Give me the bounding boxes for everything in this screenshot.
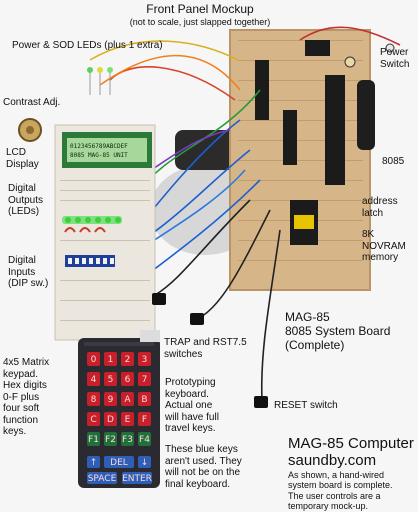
reset-switch	[254, 396, 268, 408]
ic-chip	[255, 60, 269, 120]
keypad-key-label: 1	[108, 355, 114, 365]
keypad-key-label: 8	[91, 395, 97, 405]
keypad-key-label: B	[141, 395, 147, 405]
keypad-key-label: F1	[88, 435, 99, 445]
keypad-blue-key[interactable]	[87, 456, 100, 468]
keypad-blue-key-label: ↓	[141, 458, 149, 468]
lcd-line-2: 8085 MAG-85 UNIT	[70, 152, 128, 159]
keypad-key[interactable]	[87, 372, 100, 386]
keypad-blue-key[interactable]	[138, 456, 151, 468]
title: Front Panel Mockup	[146, 2, 254, 16]
ic-chip	[283, 110, 297, 165]
keypad-key[interactable]	[104, 372, 117, 386]
keypad-key[interactable]	[138, 412, 151, 426]
keypad-key[interactable]	[121, 372, 134, 386]
label-blue-keys: These blue keys aren't used. They will n…	[165, 444, 242, 490]
keypad-key[interactable]	[138, 352, 151, 366]
keypad-key[interactable]	[104, 432, 117, 446]
keypad-key-label: C	[90, 415, 96, 425]
keypad-key-label: 6	[125, 375, 131, 385]
keypad-key-label: F2	[105, 435, 116, 445]
keypad-blue-key-label: ENTER	[122, 474, 152, 484]
subtitle: (not to scale, just slapped together)	[129, 17, 271, 27]
trap-switch	[152, 293, 166, 305]
keypad-key[interactable]	[87, 432, 100, 446]
keypad-key[interactable]	[138, 432, 151, 446]
board-handle	[357, 80, 375, 150]
keypad-key-label: F4	[139, 435, 150, 445]
label-contrast: Contrast Adj.	[3, 97, 61, 108]
keypad-key[interactable]	[121, 432, 134, 446]
keypad-key-label: A	[124, 395, 131, 405]
label-trap: TRAP and RST7.5 switches	[164, 337, 247, 360]
keypad-blue-key[interactable]	[104, 456, 134, 468]
label-board: MAG-85 8085 System Board (Complete)	[285, 310, 391, 352]
keypad-key-label: E	[125, 415, 131, 425]
keypad-key-label: 5	[108, 375, 114, 385]
label-power-switch: Power Switch	[380, 47, 410, 70]
label-nvram: 8K NOVRAM memory	[362, 229, 406, 263]
keypad-blue-key[interactable]	[87, 472, 117, 484]
keypad-key-label: 3	[142, 355, 148, 365]
keypad-key-label: D	[107, 415, 114, 425]
keypad-key-label: 2	[125, 355, 131, 365]
keypad-key[interactable]	[121, 352, 134, 366]
label-reset: RESET switch	[274, 400, 338, 411]
keypad-blue-key[interactable]	[122, 472, 152, 484]
label-keypad: 4x5 Matrix keypad. Hex digits 0-F plus f…	[3, 357, 50, 437]
keypad-key-label: F	[142, 415, 147, 425]
label-outputs: Digital Outputs (LEDs)	[8, 183, 44, 217]
keypad-key-label: 4	[91, 375, 97, 385]
keypad-key[interactable]	[87, 392, 100, 406]
keypad-key-label: 0	[91, 355, 97, 365]
keypad-key[interactable]	[121, 412, 134, 426]
keypad-blue-key-label: SPACE	[88, 474, 117, 484]
power-switch-icon	[385, 43, 395, 53]
label-prototype: Prototyping keyboard. Actual one will ha…	[165, 377, 219, 434]
label-footer: As shown, a hand-wired system board is c…	[288, 470, 393, 512]
cpu-chip	[325, 75, 345, 185]
keypad-key-label: F3	[122, 435, 133, 445]
keypad-key-label: 9	[108, 395, 114, 405]
label-8085: 8085	[382, 156, 405, 167]
label-power-leds: Power & SOD LEDs (plus 1 extra)	[12, 40, 163, 51]
keypad-blue-key-label: ↑	[90, 458, 98, 468]
lcd-screen	[67, 138, 147, 162]
rst75-switch	[190, 313, 204, 325]
output-led-row	[62, 216, 122, 224]
label-address-latch: address latch	[362, 196, 398, 219]
keypad-key[interactable]	[104, 392, 117, 406]
label-computer-title: MAG-85 Computer	[288, 435, 414, 452]
keypad-blue-key-label: DEL	[110, 458, 128, 468]
keypad-key[interactable]	[87, 352, 100, 366]
keypad-key[interactable]	[138, 392, 151, 406]
label-site: saundby.com	[288, 452, 377, 469]
keypad-key[interactable]	[104, 412, 117, 426]
keypad-key[interactable]	[138, 372, 151, 386]
label-lcd: LCD Display	[6, 147, 39, 170]
keypad-key[interactable]	[121, 392, 134, 406]
keypad-key[interactable]	[104, 352, 117, 366]
lcd-line-1: 0123456789ABCDEF	[70, 143, 128, 150]
keypad-key-label: 7	[142, 375, 148, 385]
label-inputs: Digital Inputs (DIP sw.)	[8, 255, 49, 289]
power-led-group	[87, 67, 113, 95]
keypad-key[interactable]	[87, 412, 100, 426]
